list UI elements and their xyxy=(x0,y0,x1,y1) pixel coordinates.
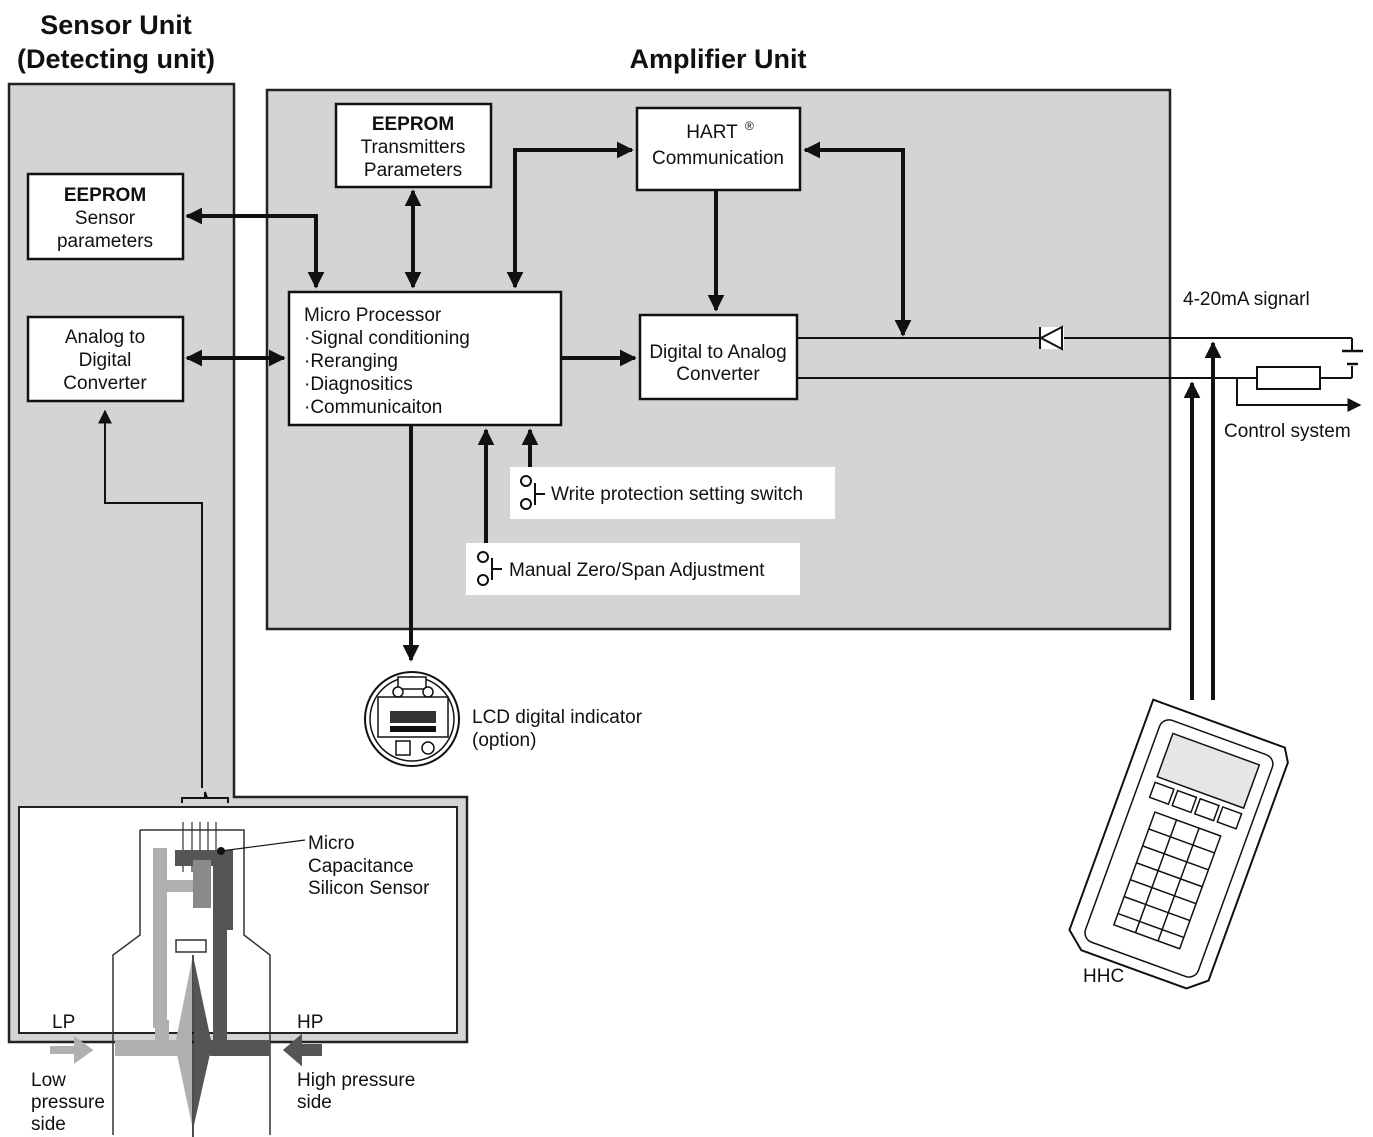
signal-label: 4-20mA signarl xyxy=(1183,289,1310,310)
sensor-label-line3: Silicon Sensor xyxy=(308,878,430,899)
micro-processor-item: ·Reranging xyxy=(304,351,398,372)
adc-line3: Converter xyxy=(63,373,147,394)
adc-box xyxy=(26,315,185,403)
eeprom-sensor-title: EEPROM xyxy=(64,185,146,206)
hart-line2: Communication xyxy=(652,148,784,169)
eeprom-transmitter-line3: Parameters xyxy=(364,160,462,181)
sensor-unit-title: Sensor Unit xyxy=(40,10,192,40)
switch-contact-icon xyxy=(477,574,489,586)
arrow-hart-to-loop xyxy=(803,141,912,337)
low-pressure-label: side xyxy=(31,1114,66,1135)
micro-processor-item: ·Diagnositics xyxy=(304,374,413,395)
amplifier-unit-title: Amplifier Unit xyxy=(629,44,806,74)
hart-communication-box xyxy=(635,106,802,192)
switch-contact-icon xyxy=(477,551,489,563)
hhc-device-icon xyxy=(1068,698,1289,990)
control-system-arrow xyxy=(1236,378,1362,412)
switch-contact-icon xyxy=(520,498,532,510)
registered-mark: ® xyxy=(745,119,754,133)
adc-line2: Digital xyxy=(79,350,132,371)
lead-brace xyxy=(181,791,229,803)
micro-processor-item: ·Communicaiton xyxy=(304,397,442,418)
write-protection-switch-label: Write protection setting switch xyxy=(551,484,803,505)
lcd-label-line2: (option) xyxy=(472,730,536,751)
dac-box xyxy=(638,313,799,401)
low-pressure-label: Low xyxy=(31,1070,66,1091)
eeprom-sensor-box xyxy=(26,172,185,261)
dac-line2: Converter xyxy=(676,364,760,385)
manual-zero-span-label-bg xyxy=(466,543,800,595)
eeprom-sensor-line2: Sensor xyxy=(75,208,136,229)
sensor-unit-subtitle: (Detecting unit) xyxy=(17,44,215,74)
lcd-indicator-icon xyxy=(364,671,460,767)
resistor-icon xyxy=(1256,366,1321,390)
sensor-housing xyxy=(18,806,458,1034)
sensor-cross-section-icon xyxy=(50,822,322,1137)
micro-processor-box xyxy=(287,290,563,427)
low-pressure-label: pressure xyxy=(31,1092,105,1113)
control-system-label: Control system xyxy=(1224,421,1351,442)
switch-lever-icon xyxy=(534,483,545,505)
hhc-label: HHC xyxy=(1083,966,1124,987)
lp-label: LP xyxy=(52,1012,75,1033)
eeprom-transmitter-line2: Transmitters xyxy=(361,137,466,158)
adc-line1: Analog to xyxy=(65,327,145,348)
micro-processor-item: ·Signal conditioning xyxy=(304,328,470,349)
manual-zero-span-label: Manual Zero/Span Adjustment xyxy=(509,560,765,581)
hart-title: HART xyxy=(686,122,738,143)
arrow-processor-to-hart xyxy=(506,141,634,289)
switch-contact-icon xyxy=(520,475,532,487)
lcd-label-line1: LCD digital indicator xyxy=(472,707,643,728)
arrow-sensor-eeprom-to-processor xyxy=(185,207,325,289)
sensor-label-line2: Capacitance xyxy=(308,856,414,877)
high-pressure-label: side xyxy=(297,1092,332,1113)
eeprom-transmitter-title: EEPROM xyxy=(372,114,454,135)
eeprom-sensor-line3: parameters xyxy=(57,231,153,252)
dac-line1: Digital to Analog xyxy=(649,342,786,363)
diode-icon xyxy=(1038,325,1063,351)
write-protection-label-bg xyxy=(510,467,835,519)
high-pressure-label: High pressure xyxy=(297,1070,415,1091)
sensor-label-line1: Micro xyxy=(308,833,354,854)
switch-lever-icon xyxy=(491,558,502,580)
sensor-to-adc-wire xyxy=(98,409,203,788)
hp-label: HP xyxy=(297,1012,323,1033)
micro-processor-title: Micro Processor xyxy=(304,305,442,326)
eeprom-transmitter-box xyxy=(334,102,493,189)
